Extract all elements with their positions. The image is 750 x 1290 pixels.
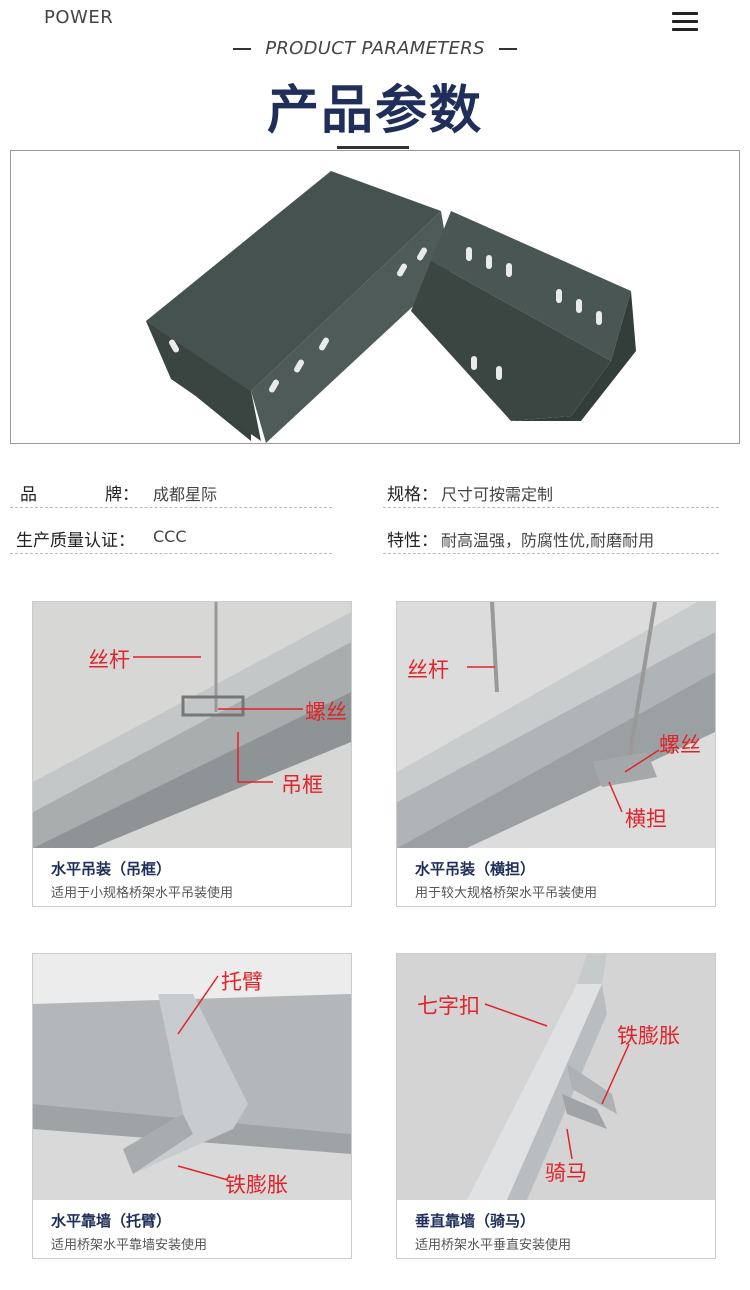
install-image-hanger-frame: 丝杆 螺丝 吊框 bbox=[33, 602, 351, 848]
param-value-cert: CCC bbox=[153, 527, 187, 546]
param-value-feature: 耐高温强，防腐性优,耐磨耐用 bbox=[441, 531, 655, 550]
install-image-saddle: 七字扣 铁膨胀 骑马 bbox=[397, 954, 715, 1200]
param-label-brand: 品 牌： bbox=[20, 485, 139, 505]
callout-expansion-bolt: 铁膨胀 bbox=[225, 1173, 288, 1197]
callout-screw: 螺丝 bbox=[305, 700, 347, 724]
card-title: 水平靠墙（托臂） bbox=[51, 1212, 172, 1230]
card-title: 水平吊装（横担） bbox=[415, 860, 536, 878]
callout-expansion-bolt: 铁膨胀 bbox=[617, 1024, 680, 1048]
callout-screw: 螺丝 bbox=[659, 733, 701, 757]
callout-seven-clip: 七字扣 bbox=[417, 994, 480, 1018]
card-title: 水平吊装（吊框） bbox=[51, 860, 172, 878]
cable-tray-illustration bbox=[146, 171, 636, 443]
callout-saddle: 骑马 bbox=[545, 1161, 587, 1185]
section-subtitle-text: PRODUCT PARAMETERS bbox=[265, 38, 485, 59]
title-underline bbox=[337, 146, 409, 149]
callout-screw-rod: 丝杆 bbox=[407, 658, 449, 682]
product-hero-image bbox=[10, 150, 740, 444]
install-image-support-arm: 托臂 铁膨胀 bbox=[33, 954, 351, 1200]
card-description: 适用于小规格桥架水平吊装使用 bbox=[51, 886, 234, 901]
brand-logo[interactable]: POWER bbox=[44, 7, 114, 28]
param-row-feature: 特性： 耐高温强，防腐性优,耐磨耐用 bbox=[383, 516, 719, 554]
install-image-crossarm: 丝杆 螺丝 横担 bbox=[397, 602, 715, 848]
install-card-crossarm[interactable]: 丝杆 螺丝 横担 水平吊装（横担） 用于较大规格桥架水平吊装使用 bbox=[396, 601, 716, 907]
card-title: 垂直靠墙（骑马） bbox=[415, 1212, 536, 1230]
top-bar: POWER bbox=[0, 0, 750, 44]
install-card-support-arm[interactable]: 托臂 铁膨胀 水平靠墙（托臂） 适用桥架水平靠墙安装使用 bbox=[32, 953, 352, 1259]
card-description: 适用桥架水平靠墙安装使用 bbox=[51, 1238, 208, 1253]
param-label-cert: 生产质量认证： bbox=[16, 531, 135, 551]
callout-support-arm: 托臂 bbox=[221, 970, 263, 994]
card-description: 用于较大规格桥架水平吊装使用 bbox=[415, 886, 598, 901]
param-label-feature: 特性： bbox=[387, 531, 438, 551]
callout-crossarm: 横担 bbox=[625, 807, 667, 831]
callout-hanger-frame: 吊框 bbox=[281, 773, 323, 797]
callout-screw-rod: 丝杆 bbox=[88, 648, 130, 672]
install-card-hanger-frame[interactable]: 丝杆 螺丝 吊框 水平吊装（吊框） 适用于小规格桥架水平吊装使用 bbox=[32, 601, 352, 907]
card-description: 适用桥架水平垂直安装使用 bbox=[415, 1238, 572, 1253]
install-card-saddle[interactable]: 七字扣 铁膨胀 骑马 垂直靠墙（骑马） 适用桥架水平垂直安装使用 bbox=[396, 953, 716, 1259]
param-value-spec: 尺寸可按需定制 bbox=[441, 485, 554, 504]
section-subtitle: PRODUCT PARAMETERS bbox=[0, 38, 750, 59]
param-row-cert: 生产质量认证： CCC bbox=[10, 516, 332, 554]
param-label-spec: 规格： bbox=[387, 485, 438, 505]
page-title: 产品参数 bbox=[266, 81, 483, 141]
param-row-spec: 规格： 尺寸可按需定制 bbox=[383, 470, 719, 508]
param-row-brand: 品 牌： 成都星际 bbox=[10, 470, 332, 508]
menu-icon[interactable] bbox=[672, 12, 698, 32]
param-value-brand: 成都星际 bbox=[153, 485, 218, 504]
